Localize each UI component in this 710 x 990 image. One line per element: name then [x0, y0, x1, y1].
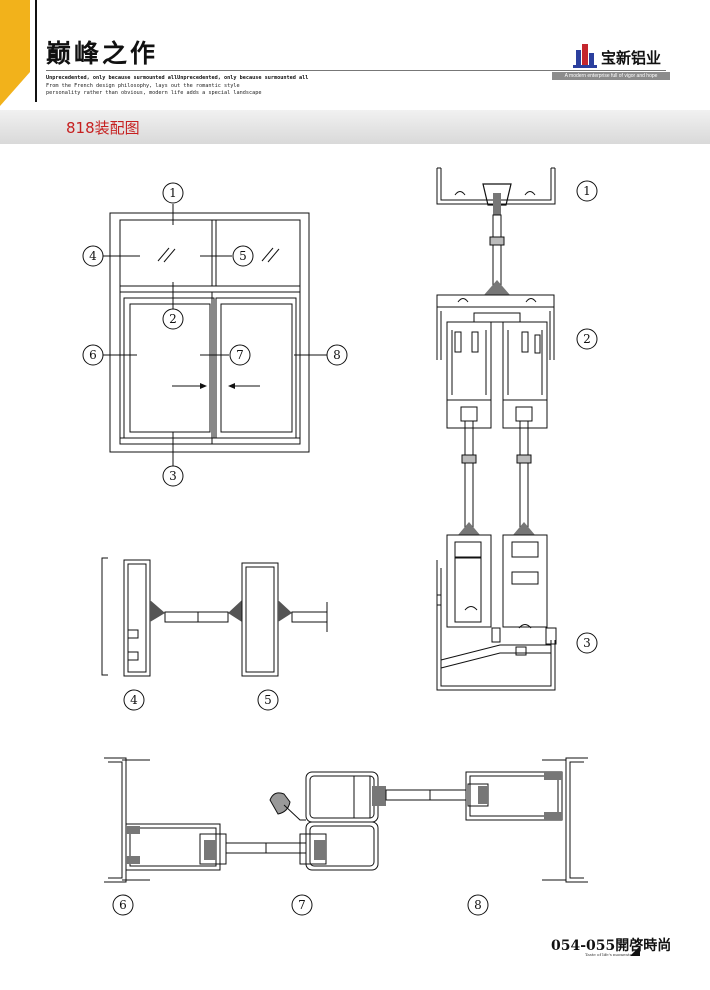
- callout-6: 6: [89, 348, 97, 362]
- vertical-section-profile: [436, 167, 557, 691]
- section-callout-2: 2: [583, 332, 591, 346]
- section-callout-7: 7: [298, 898, 306, 912]
- header-rule: [46, 70, 666, 71]
- section-callout-8: 8: [474, 898, 482, 912]
- page-title: 巅峰之作: [46, 39, 159, 68]
- section-callout-4: 4: [130, 693, 138, 707]
- callout-1: 1: [169, 186, 177, 200]
- section-callout-5: 5: [264, 693, 272, 707]
- corner-accent-tab: [0, 0, 30, 106]
- section-band: [0, 110, 710, 144]
- callout-circles: [82, 180, 598, 916]
- callout-3: 3: [169, 469, 177, 483]
- fixed-glass-section: [101, 557, 328, 677]
- triangle-mark-icon: [630, 946, 640, 956]
- tagline: Unprecedented, only because surmounted a…: [46, 75, 309, 81]
- callout-7: 7: [236, 348, 244, 362]
- section-callout-6: 6: [119, 898, 127, 912]
- section-callout-3: 3: [583, 636, 591, 650]
- section-callout-1: 1: [583, 184, 591, 198]
- description-line-1: From the French design philosophy, lays …: [46, 83, 240, 89]
- page-number: 054-055開啓時尚: [551, 938, 672, 954]
- description-line-2: personality rather than obvious, modern …: [46, 90, 262, 96]
- callout-2: 2: [169, 312, 177, 326]
- header-divider-line: [35, 0, 37, 102]
- window-elevation: [103, 204, 327, 466]
- callout-8: 8: [333, 348, 341, 362]
- sliding-sash-section: [104, 757, 588, 883]
- building-logo-icon: [573, 44, 597, 68]
- brand-slogan: A modern enterprise full of vigor and ho…: [552, 72, 670, 80]
- callout-5: 5: [239, 249, 247, 263]
- brand-name: 宝新铝业: [601, 49, 662, 67]
- footer-tagline: Taste of life's moments: [585, 952, 632, 957]
- section-title: 818装配图: [66, 119, 140, 137]
- callout-4: 4: [89, 249, 97, 263]
